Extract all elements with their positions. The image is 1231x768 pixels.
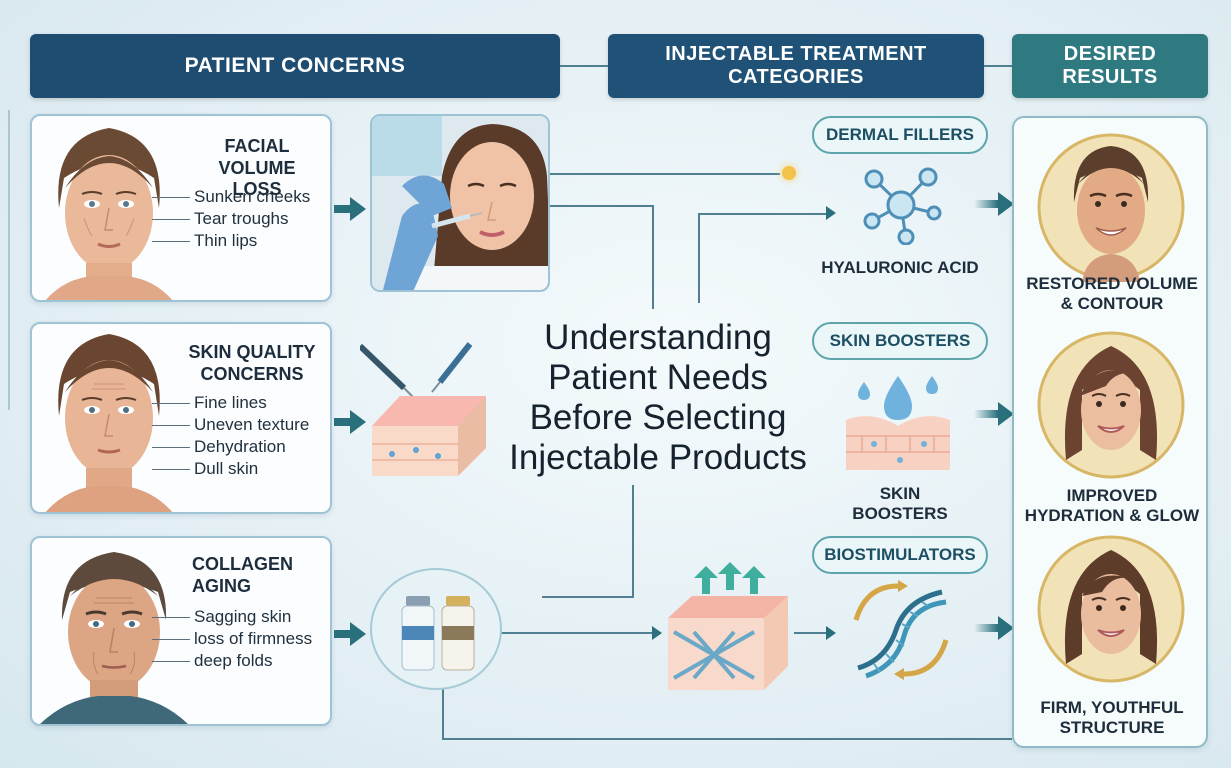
connector-line — [542, 596, 634, 598]
list-item: Fine lines — [151, 392, 309, 414]
connector-line — [632, 485, 634, 597]
page-title: Understanding Patient Needs Before Selec… — [509, 318, 807, 477]
result-label: IMPROVED HYDRATION & GLOW — [1024, 486, 1200, 526]
list-item: deep folds — [151, 650, 312, 672]
arrow-icon — [998, 192, 1014, 216]
arrow-stem — [334, 205, 350, 213]
vial-icon — [401, 596, 475, 671]
category-pill-skin-boosters: SKIN BOOSTERS — [812, 322, 988, 360]
concern-list: Sagging skin loss of firmness deep folds — [151, 606, 313, 672]
list-item: Sagging skin — [151, 606, 312, 628]
happy-woman-avatar — [1037, 331, 1185, 479]
connector-line — [442, 738, 1012, 740]
arrow-stem — [974, 410, 998, 418]
dna-icon — [853, 580, 949, 680]
list-item: Dull skin — [151, 458, 309, 480]
connector-line — [794, 632, 826, 634]
connector-line — [442, 686, 444, 740]
connector-line — [698, 213, 700, 303]
arrow-icon — [826, 206, 836, 220]
list-item: Thin lips — [151, 230, 310, 252]
list-item: Dehydration — [151, 436, 309, 458]
arrow-stem — [974, 624, 998, 632]
arrow-stem — [974, 200, 998, 208]
patient-concerns-header: PATIENT CONCERNS — [30, 34, 560, 98]
treatment-categories-header: INJECTABLE TREATMENT CATEGORIES — [608, 34, 984, 98]
water-drop-icon — [846, 376, 950, 470]
category-label: HYALURONIC ACID — [821, 258, 979, 277]
concern-list: Sunken cheeks Tear troughs Thin lips — [151, 186, 311, 252]
arrow-icon — [350, 197, 366, 221]
arrow-icon — [652, 626, 662, 640]
arrow-icon — [350, 622, 366, 646]
skin-injection-icon — [360, 342, 486, 476]
arrow-icon — [998, 616, 1014, 640]
connector-line — [498, 632, 654, 634]
smiling-woman-avatar — [1037, 535, 1185, 683]
happy-man-avatar — [1037, 133, 1185, 282]
injection-treatment-image — [372, 116, 548, 290]
category-pill-dermal-fillers: DERMAL FILLERS — [812, 116, 988, 154]
connector-line — [652, 205, 654, 309]
list-item: Uneven texture — [151, 415, 310, 434]
collagen-cube-icon — [668, 562, 788, 690]
connector-line — [440, 173, 780, 175]
treatment-photo — [370, 114, 550, 292]
vials-circle — [370, 568, 502, 690]
category-pill-biostimulators: BIOSTIMULATORS — [812, 536, 988, 574]
category-label: SKIN BOOSTERS — [852, 484, 948, 524]
arrow-icon — [998, 402, 1014, 426]
list-item: Tear troughs — [151, 208, 310, 230]
older-woman-face-icon — [45, 334, 173, 512]
molecule-icon — [863, 167, 942, 245]
arrow-icon — [350, 410, 366, 434]
results-panel: RESTORED VOLUME & CONTOUR IMPROVED HYDRA… — [1012, 116, 1208, 748]
desired-results-header: DESIRED RESULTS — [1012, 34, 1208, 98]
concern-list: Fine lines Uneven texture Dehydration Du… — [151, 392, 310, 480]
concern-title: SKIN QUALITY CONCERNS — [188, 342, 316, 384]
list-item: loss of firmness — [151, 629, 313, 648]
arrow-icon — [826, 626, 836, 640]
concern-card-collagen-aging: COLLAGEN AGING Sagging skin loss of firm… — [30, 536, 332, 726]
result-label: RESTORED VOLUME & CONTOUR — [1026, 274, 1198, 314]
arrow-stem — [334, 418, 350, 426]
connector-dot — [782, 166, 796, 180]
connector-line — [984, 65, 1012, 67]
connector-line — [698, 213, 828, 215]
arrow-stem — [334, 630, 350, 638]
concern-title: FACIAL VOLUME LOSS — [218, 136, 296, 200]
connector-line — [560, 65, 608, 67]
result-label: FIRM, YOUTHFUL STRUCTURE — [1040, 698, 1184, 738]
woman-face-icon — [45, 128, 173, 300]
concern-card-skin-quality: SKIN QUALITY CONCERNS Fine lines Uneven … — [30, 322, 332, 514]
concern-title: COLLAGEN AGING — [192, 554, 293, 596]
list-item: Sunken cheeks — [151, 187, 311, 206]
connector-line — [540, 205, 654, 207]
connector-line — [8, 110, 10, 410]
man-face-icon — [40, 552, 188, 724]
concern-card-volume-loss: FACIAL VOLUME LOSS Sunken cheeks Tear tr… — [30, 114, 332, 302]
